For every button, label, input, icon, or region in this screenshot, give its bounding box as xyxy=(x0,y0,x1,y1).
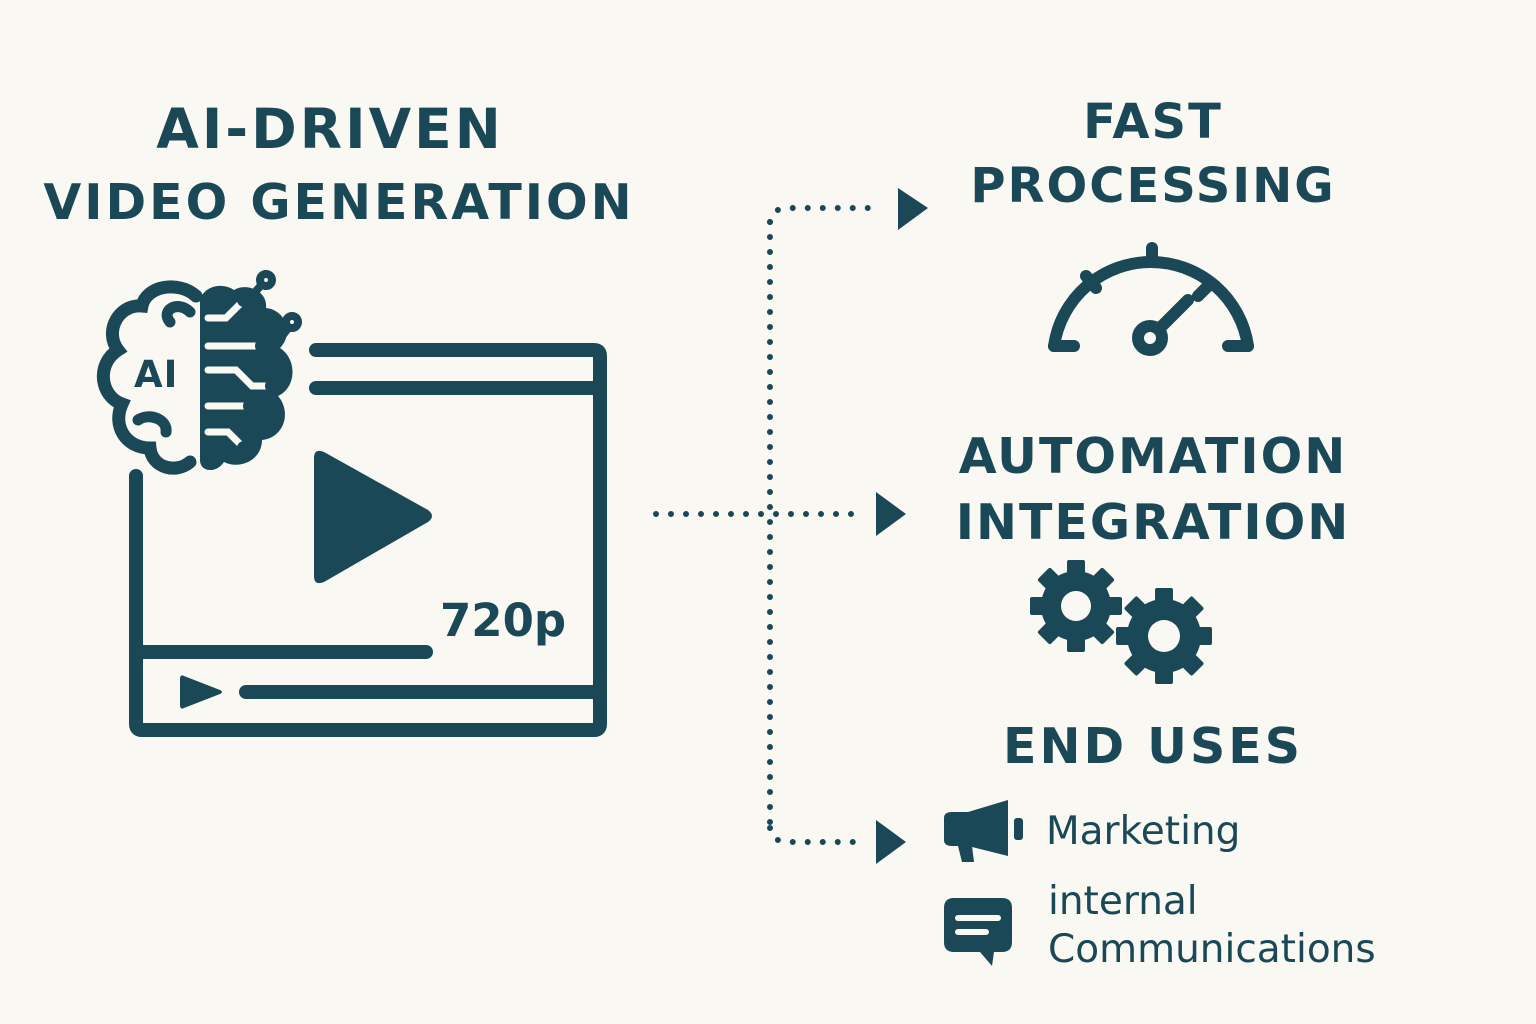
resolution-label: 720p xyxy=(440,594,567,647)
small-play-icon xyxy=(180,675,222,709)
brain-ai-label: AI xyxy=(134,353,179,396)
end-use-marketing-label: Marketing xyxy=(1046,809,1241,854)
fast-processing-heading-line-1: FAST xyxy=(1083,94,1223,150)
arrow-to-end-uses xyxy=(876,820,906,864)
speedometer-icon xyxy=(1048,242,1254,356)
megaphone-icon xyxy=(944,800,1023,862)
title-line-2: VIDEO GENERATION xyxy=(43,174,635,231)
end-use-internal-label-line-2: Communications xyxy=(1048,927,1376,972)
chat-bubble-icon xyxy=(944,898,1012,966)
end-uses-heading: END USES xyxy=(1002,718,1304,775)
automation-heading-line-2: INTEGRATION xyxy=(955,494,1351,551)
end-use-internal-label-line-1: internal xyxy=(1048,879,1198,924)
play-icon xyxy=(314,450,432,584)
arrowheads xyxy=(876,188,928,864)
ai-brain-icon xyxy=(97,270,302,475)
video-player-icon xyxy=(129,343,607,737)
arrow-to-automation xyxy=(876,492,906,536)
arrow-to-fast-processing xyxy=(898,188,928,230)
fast-processing-heading-line-2: PROCESSING xyxy=(970,158,1336,214)
automation-heading-line-1: AUTOMATION xyxy=(958,428,1348,485)
connector-lines xyxy=(653,205,883,845)
title-line-1: AI-DRIVEN xyxy=(156,97,504,161)
gears-icon xyxy=(1030,560,1212,684)
